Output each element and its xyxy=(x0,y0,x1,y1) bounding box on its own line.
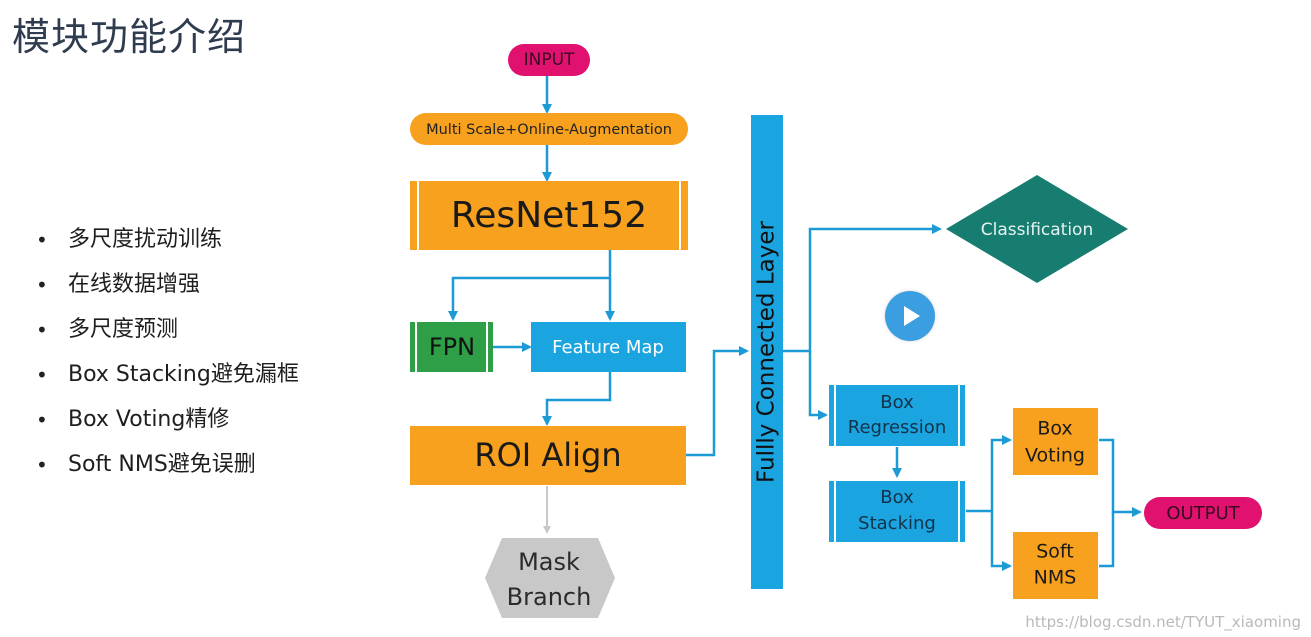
box-voting-node: Box Voting xyxy=(1013,408,1098,475)
arrow-softnms-output xyxy=(1099,512,1115,568)
feature-item: 多尺度扰动训练 xyxy=(36,222,299,267)
play-button-icon[interactable] xyxy=(885,291,935,341)
roi-align-label: ROI Align xyxy=(474,436,621,474)
fc-layer-label: Fullly Connected Layer xyxy=(754,220,780,482)
box-regression-line2: Regression xyxy=(848,417,946,438)
box-voting-line2: Voting xyxy=(1025,445,1085,467)
mask-branch-node: Mask Branch xyxy=(485,538,615,618)
output-label: OUTPUT xyxy=(1166,503,1240,524)
resnet-label: ResNet152 xyxy=(451,195,647,236)
arrow-resnet-fpn xyxy=(448,250,612,321)
roi-align-node: ROI Align xyxy=(410,426,686,485)
resnet-node: ResNet152 xyxy=(410,181,688,250)
soft-nms-node: Soft NMS xyxy=(1013,532,1098,599)
feature-item: 在线数据增强 xyxy=(36,267,299,312)
box-regression-line1: Box xyxy=(880,392,914,413)
box-stacking-node: Box Stacking xyxy=(829,481,965,542)
box-stacking-line1: Box xyxy=(880,487,914,508)
augmentation-node: Multi Scale+Online-Augmentation xyxy=(410,113,688,145)
feature-map-label: Feature Map xyxy=(552,337,664,358)
feature-list: 多尺度扰动训练 在线数据增强 多尺度预测 Box Stacking避免漏框 Bo… xyxy=(36,222,299,492)
box-voting-line1: Box xyxy=(1037,418,1072,440)
arrow-fc-classification xyxy=(783,224,942,353)
fpn-node: FPN xyxy=(410,322,493,372)
arrow-featuremap-roi xyxy=(542,372,612,426)
output-node: OUTPUT xyxy=(1144,497,1262,529)
page-title: 模块功能介绍 xyxy=(12,15,247,59)
mask-label-line2: Branch xyxy=(507,583,592,611)
arrow-voting-output xyxy=(1099,438,1142,517)
connectors xyxy=(448,76,1142,571)
fc-layer-node: Fullly Connected Layer xyxy=(751,115,783,589)
classification-node: Classification xyxy=(946,175,1128,283)
augmentation-label: Multi Scale+Online-Augmentation xyxy=(426,122,672,138)
box-regression-node: Box Regression xyxy=(829,385,965,446)
soft-nms-line1: Soft xyxy=(1036,541,1074,563)
feature-item: Soft NMS避免误删 xyxy=(36,447,299,492)
feature-item: Box Voting精修 xyxy=(36,402,299,447)
mask-label-line1: Mask xyxy=(518,548,580,576)
classification-label: Classification xyxy=(981,220,1093,240)
arrow-fc-boxregression xyxy=(808,351,828,420)
feature-item: 多尺度预测 xyxy=(36,312,299,357)
watermark: https://blog.csdn.net/TYUT_xiaoming xyxy=(1025,613,1301,631)
feature-item: Box Stacking避免漏框 xyxy=(36,357,299,402)
arrow-stacking-softnms xyxy=(990,511,1012,571)
fpn-label: FPN xyxy=(429,333,475,361)
box-stacking-line2: Stacking xyxy=(858,513,936,534)
input-node: INPUT xyxy=(508,44,590,76)
arrow-stacking-voting xyxy=(966,435,1012,513)
soft-nms-line2: NMS xyxy=(1034,567,1077,589)
arrow-roi-fc xyxy=(686,346,749,457)
input-label: INPUT xyxy=(524,50,575,70)
feature-map-node: Feature Map xyxy=(531,322,686,372)
